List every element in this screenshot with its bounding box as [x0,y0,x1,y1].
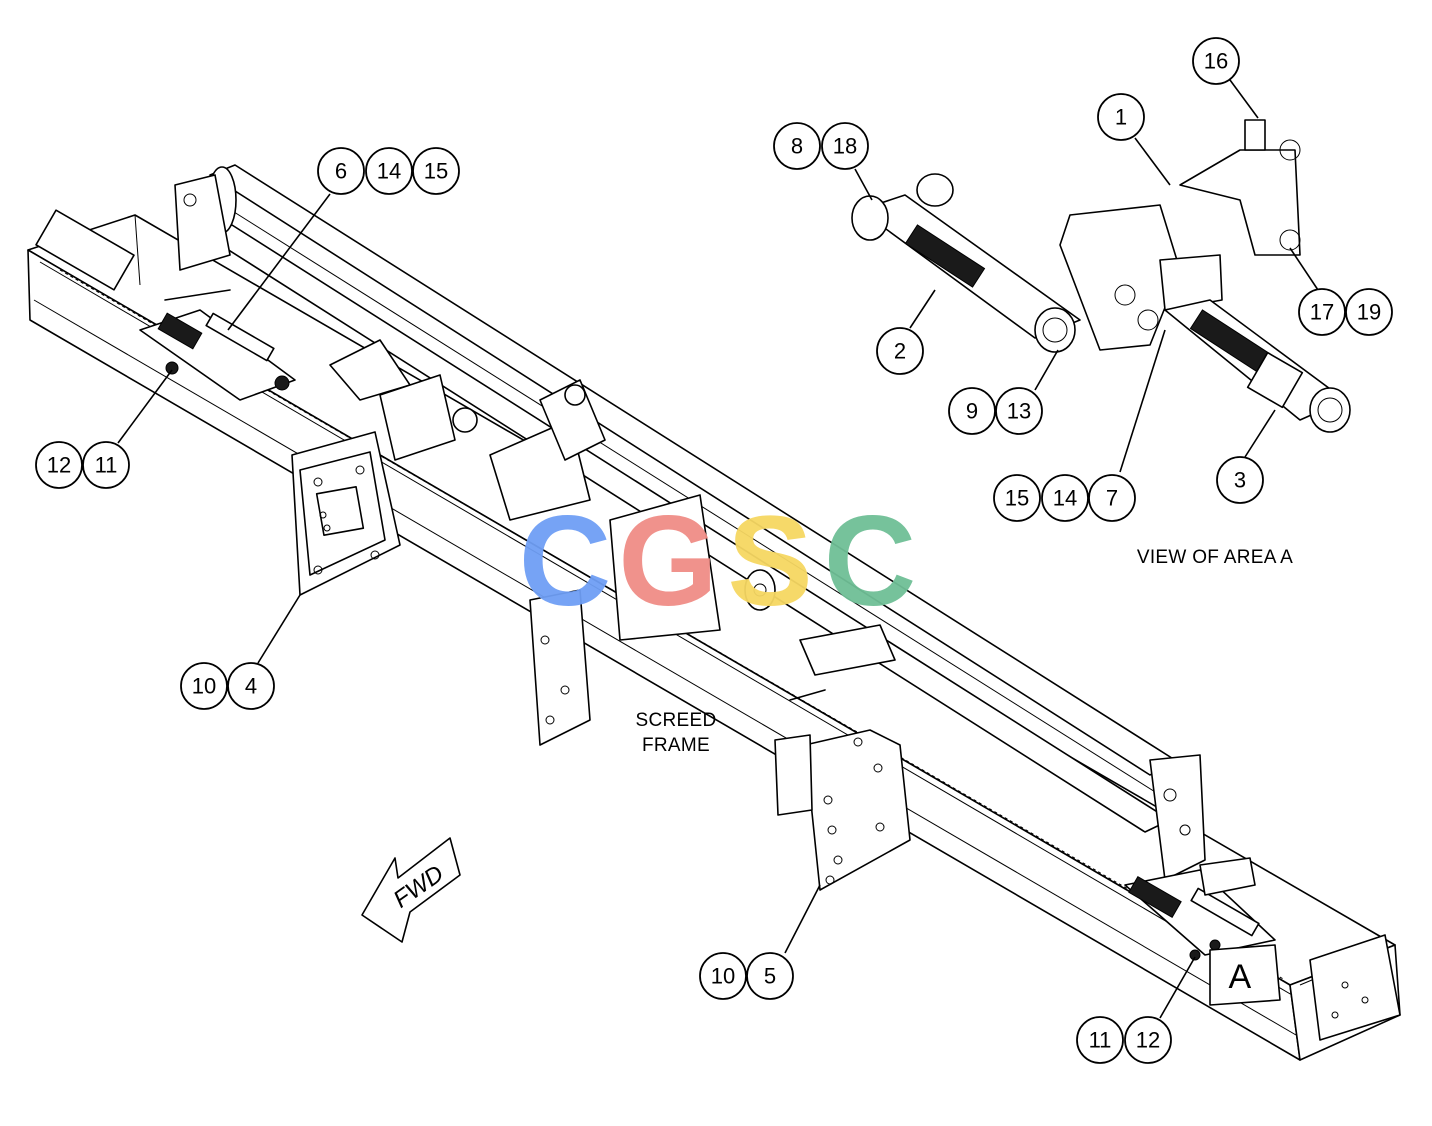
svg-text:10: 10 [192,674,216,699]
callout-6: 6 [317,147,365,195]
svg-text:18: 18 [833,134,857,159]
callout-13: 13 [995,387,1043,435]
callout-9: 9 [948,387,996,435]
callout-7: 7 [1088,474,1136,522]
svg-text:10: 10 [711,964,735,989]
callout-14: 14 [365,147,413,195]
right-end-bracket [1149,754,1206,881]
view-of-area-label: VIEW OF AREA A [1137,547,1293,568]
watermark-letter-s: S [727,490,812,633]
fwd-arrow: FWD [361,837,461,943]
center-left-bracket [329,339,606,521]
svg-text:17: 17 [1310,300,1334,325]
callout-10: 10 [180,662,228,710]
svg-text:2: 2 [894,339,906,364]
svg-text:16: 16 [1204,49,1228,74]
callout-4: 4 [227,662,275,710]
svg-text:3: 3 [1234,468,1246,493]
left-end-plate [35,174,231,291]
callout-18: 18 [821,122,869,170]
svg-text:5: 5 [764,964,776,989]
screed-label-line1: SCREED [636,710,717,731]
screed-frame-label: SCREED FRAME [636,710,717,756]
area-a-box: A [1209,944,1281,1006]
left-mounting-plate [291,431,401,596]
watermark-letter-g: G [618,490,718,633]
callouts: 16 1 8 18 6 14 15 2 17 19 9 13 3 12 11 1… [35,37,1393,1064]
watermark-cgsc: C G S C [519,490,916,633]
callout-5: 5 [746,952,794,1000]
watermark-letter-c2: C [824,490,916,633]
svg-text:19: 19 [1357,300,1381,325]
svg-text:11: 11 [1089,1028,1112,1053]
watermark-letter-c1: C [519,490,611,633]
callout-3: 3 [1216,456,1264,504]
svg-text:6: 6 [335,159,347,184]
svg-text:15: 15 [424,159,448,184]
callout-17: 17 [1298,288,1346,336]
left-driveline [139,289,296,401]
svg-text:9: 9 [966,399,978,424]
svg-text:14: 14 [377,159,401,184]
screed-label-line2: FRAME [642,735,710,756]
callout-1: 1 [1097,93,1145,141]
callout-11: 11 [1076,1016,1124,1064]
right-driveline [1124,857,1276,961]
callout-10: 10 [699,952,747,1000]
svg-text:1: 1 [1115,105,1127,130]
svg-text:15: 15 [1005,486,1029,511]
svg-text:12: 12 [1136,1028,1160,1053]
callout-15: 15 [993,474,1041,522]
center-bracket [529,494,776,746]
callout-15: 15 [412,147,460,195]
detail-view-area-a: VIEW OF AREA A [851,119,1351,568]
callout-16: 16 [1192,37,1240,85]
callout-11: 11 [82,441,130,489]
right-end-box [1309,934,1401,1041]
callout-19: 19 [1345,288,1393,336]
right-mounting-plate [774,624,911,891]
area-a-letter: A [1229,958,1252,996]
callout-8: 8 [773,122,821,170]
callout-12: 12 [1124,1016,1172,1064]
svg-text:12: 12 [47,453,71,478]
svg-text:14: 14 [1053,486,1077,511]
svg-text:11: 11 [95,453,118,478]
svg-text:8: 8 [791,134,803,159]
svg-text:7: 7 [1106,486,1118,511]
callout-12: 12 [35,441,83,489]
leader-lines [117,79,1319,1019]
svg-text:13: 13 [1007,399,1031,424]
callout-2: 2 [876,327,924,375]
callout-14: 14 [1041,474,1089,522]
svg-text:4: 4 [245,674,257,699]
